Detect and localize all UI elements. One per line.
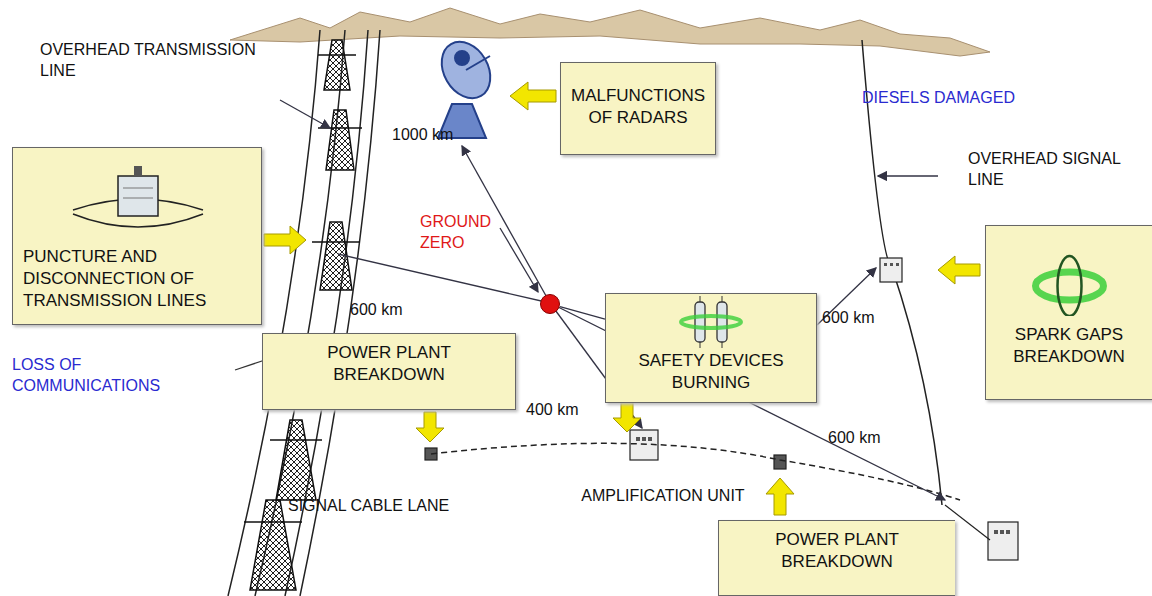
annotation: 600 km bbox=[828, 428, 908, 449]
box-icon bbox=[13, 148, 263, 238]
effect-box: SAFETY DEVICES BURNING bbox=[605, 293, 817, 403]
ground-zero-dot bbox=[540, 294, 560, 314]
distance-lines bbox=[235, 100, 945, 500]
annotation: AMPLIFICATION UNIT bbox=[578, 486, 748, 507]
ground-zero-label: GROUND ZERO bbox=[420, 212, 515, 254]
effect-box: POWER PLANT BREAKDOWN bbox=[262, 333, 516, 410]
annotation: 600 km bbox=[350, 300, 430, 321]
annotation: LOSS OF COMMUNICATIONS bbox=[12, 355, 232, 397]
box-text: PUNCTURE AND DISCONNECTION OF TRANSMISSI… bbox=[23, 246, 251, 312]
radar-symbol bbox=[432, 33, 500, 138]
connector bbox=[560, 307, 605, 319]
box-text: SPARK GAPS BREAKDOWN bbox=[994, 324, 1144, 368]
annotation: SIGNAL CABLE LANE bbox=[288, 496, 488, 517]
box-text: POWER PLANT BREAKDOWN bbox=[729, 529, 945, 573]
effect-box: SPARK GAPS BREAKDOWN bbox=[985, 225, 1152, 400]
ground-zero: GROUND ZERO bbox=[420, 212, 560, 254]
box-text: SAFETY DEVICES BURNING bbox=[616, 350, 806, 394]
annotation: DIESELS DAMAGED bbox=[862, 88, 1072, 109]
effect-box: POWER PLANT BREAKDOWN bbox=[718, 520, 955, 596]
annotation: 600 km bbox=[822, 308, 902, 329]
annotation: OVERHEAD SIGNAL LINE bbox=[968, 149, 1128, 191]
annotation: 1000 km bbox=[392, 125, 492, 146]
fuse-icon bbox=[606, 294, 818, 384]
annotation: 400 km bbox=[526, 400, 606, 421]
effect-box: MALFUNCTIONS OF RADARS bbox=[560, 62, 716, 155]
box-text: MALFUNCTIONS OF RADARS bbox=[571, 85, 705, 129]
effect-box: PUNCTURE AND DISCONNECTION OF TRANSMISSI… bbox=[12, 147, 262, 325]
ring-icon bbox=[986, 226, 1152, 316]
box-text: POWER PLANT BREAKDOWN bbox=[273, 342, 505, 386]
annotation: OVERHEAD TRANSMISSION LINE bbox=[40, 40, 260, 82]
